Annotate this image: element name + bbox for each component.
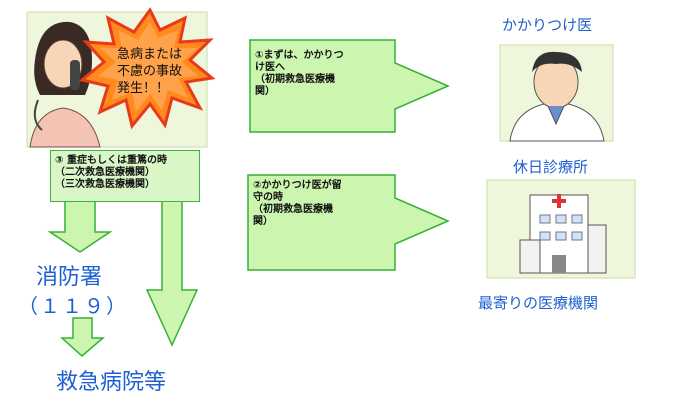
arrow-to-emergency-hospital <box>145 199 199 347</box>
alert-text: 急病または 不慮の事故 発生！！ <box>117 47 183 96</box>
emergency-number-label: （１１９） <box>18 294 128 318</box>
hospital-building-icon <box>519 194 607 274</box>
arrow-fire-station-to-hospital <box>60 317 106 357</box>
doctor-icon <box>509 51 605 142</box>
emergency-hospital-label: 救急病院等 <box>56 370 167 395</box>
fire-station-label: 消防署 <box>36 265 103 290</box>
step-3-text: ③ 重症もしくは重篤の時 （二次救急医療機関） （三次救急医療機関） <box>55 155 167 190</box>
step-2-text: ②かかりつけ医が留 守の時 （初期救急医療機 関） <box>253 180 342 227</box>
arrow-to-holiday-clinic <box>247 174 450 271</box>
holiday-clinic-title: 休日診療所 <box>513 158 589 176</box>
arrow-to-fire-station <box>47 199 113 253</box>
arrow-to-family-doctor <box>249 39 450 133</box>
step-3-box <box>50 150 200 202</box>
alert-burst-inner <box>98 22 198 112</box>
nearest-facility-label: 最寄りの医療機関 <box>478 294 599 312</box>
woman-on-phone-icon <box>29 21 101 148</box>
step-1-text: ①まずは、かかりつ け医へ （初期救急医療機 関） <box>255 50 344 97</box>
family-doctor-title: かかりつけ医 <box>502 16 593 34</box>
